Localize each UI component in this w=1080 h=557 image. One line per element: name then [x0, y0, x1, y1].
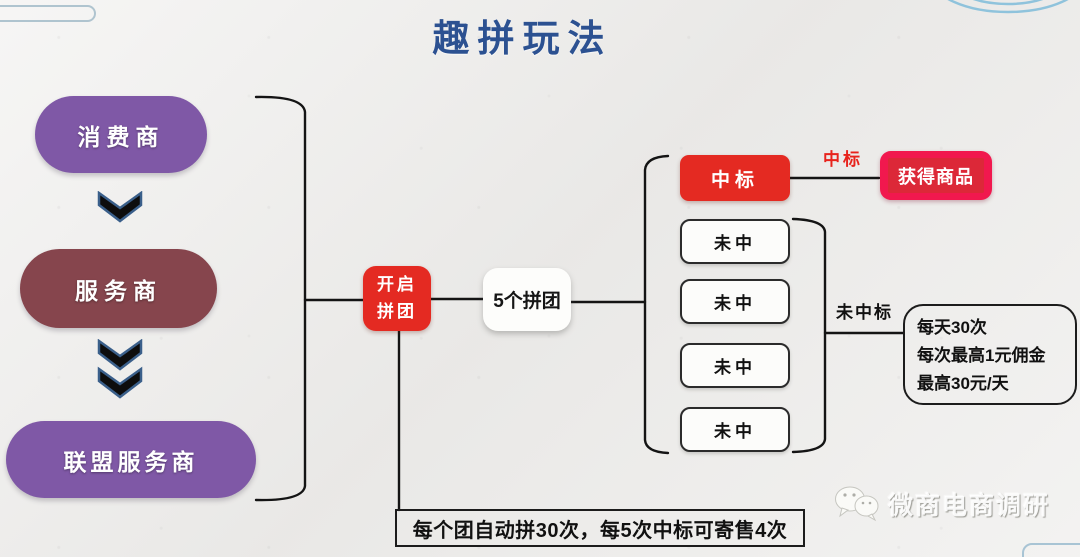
- node-win-result: 获得商品: [880, 151, 992, 200]
- chevron-down-icon: [97, 191, 143, 223]
- watermark-text: 微商电商调研: [888, 492, 1051, 520]
- node-open-group: 开启 拼团: [363, 266, 431, 331]
- branch-bracket-left: [643, 154, 670, 455]
- node-lose-3-label: 未中: [714, 358, 756, 377]
- node-lose-3: 未中: [680, 343, 790, 388]
- decorative-rect-outline-bottomright: [1022, 543, 1080, 557]
- node-consumer-label: 消费商: [77, 123, 165, 150]
- double-chevron-down-icon: [97, 339, 143, 399]
- node-lose-1-label: 未中: [714, 234, 756, 253]
- node-five-groups-label: 5个拼团: [493, 291, 561, 312]
- node-five-groups: 5个拼团: [483, 268, 571, 331]
- node-lose-2: 未中: [680, 279, 790, 324]
- footnote-box: 每个团自动拼30次，每5次中标可寄售4次: [395, 509, 805, 547]
- node-lose-1: 未中: [680, 219, 790, 264]
- node-alliance-service-provider: 联盟服务商: [6, 421, 256, 498]
- node-win: 中标: [680, 155, 790, 201]
- watermark: 微商电商调研: [834, 485, 1050, 523]
- node-lose-2-label: 未中: [714, 294, 756, 313]
- decorative-pill-outline-topleft: [0, 5, 96, 22]
- reward-line-2: 每次最高1元佣金: [917, 346, 1046, 366]
- node-service-provider-label: 服务商: [75, 277, 162, 304]
- node-consumer: 消费商: [35, 96, 207, 173]
- node-open-group-line1: 开启: [377, 275, 417, 295]
- reward-line-3: 最高30元/天: [917, 374, 1009, 394]
- node-service-provider: 服务商: [20, 249, 217, 328]
- lose-bracket-right: [791, 217, 827, 454]
- page-title: 趣拼玩法: [432, 18, 613, 59]
- node-lose-4-label: 未中: [714, 422, 756, 441]
- node-lose-4: 未中: [680, 407, 790, 452]
- edge-label-win: 中标: [823, 150, 863, 169]
- decorative-arcs-topright: [947, 0, 1069, 14]
- node-win-label: 中标: [710, 169, 759, 191]
- reward-line-1: 每天30次: [917, 318, 987, 337]
- node-win-result-label: 获得商品: [888, 158, 984, 193]
- footnote-text: 每个团自动拼30次，每5次中标可寄售4次: [412, 519, 788, 542]
- node-open-group-line2: 拼团: [377, 301, 417, 321]
- node-reward-details: 每天30次 每次最高1元佣金 最高30元/天: [903, 304, 1077, 405]
- node-alliance-label: 联盟服务商: [63, 448, 199, 475]
- left-bracket: [254, 95, 307, 502]
- edge-label-lose: 未中标: [836, 303, 893, 322]
- wechat-chat-bubbles-icon: [835, 486, 879, 522]
